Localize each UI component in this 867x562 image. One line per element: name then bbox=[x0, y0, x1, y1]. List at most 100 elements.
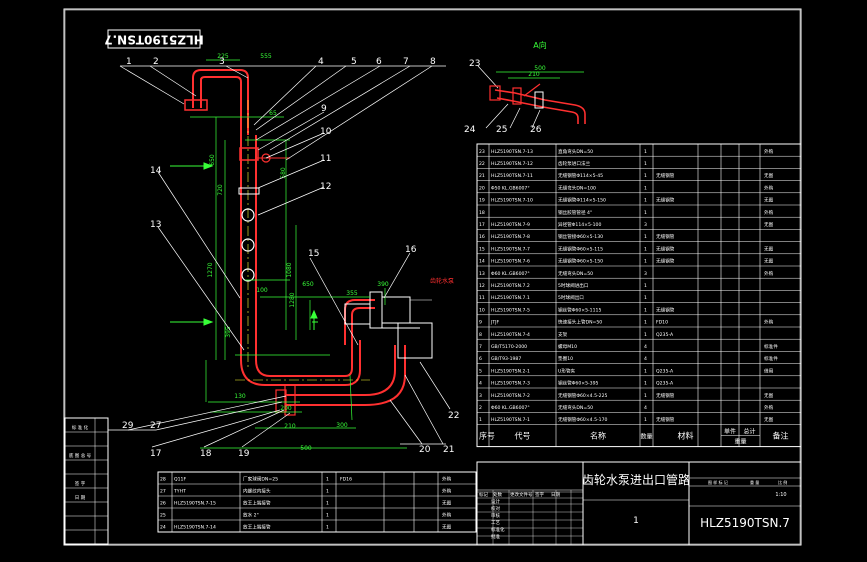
row-seq: 2 bbox=[479, 405, 482, 411]
row-name: 异径管Φ114×5-100 bbox=[558, 221, 601, 228]
row-name: 放水 2" bbox=[243, 511, 259, 518]
row-name: 螺母M10 bbox=[558, 343, 577, 350]
header-unit-weight: 单件 bbox=[724, 428, 736, 436]
drawing-number: HLZ5190TSN.7 bbox=[700, 516, 790, 530]
row-qty: 1 bbox=[644, 368, 647, 374]
balloon-18: 18 bbox=[200, 449, 212, 459]
row-seq: 19 bbox=[479, 198, 485, 204]
row-remark: 无图 bbox=[764, 198, 774, 204]
balloon-26: 26 bbox=[530, 125, 542, 135]
balloon-3: 3 bbox=[219, 57, 225, 67]
row-code: HLZ5190TSN.2-1 bbox=[491, 368, 530, 374]
row-seq: 5 bbox=[479, 368, 482, 374]
row-qty: 1 bbox=[644, 234, 647, 240]
balloon-17: 17 bbox=[150, 449, 161, 459]
row-seq: 15 bbox=[479, 246, 485, 252]
svg-text:500: 500 bbox=[300, 445, 312, 452]
row-name: 无缝弯头DN=50 bbox=[558, 270, 593, 277]
balloon-5: 5 bbox=[351, 57, 357, 67]
row-name: 厂家球阀DN=25 bbox=[243, 475, 278, 482]
row-code: HLZ5190TSN.7-15 bbox=[174, 500, 216, 506]
svg-text:395: 395 bbox=[225, 326, 232, 338]
row-name: 无缝钢管Φ60×5-115 bbox=[558, 245, 603, 252]
row-name: 钢丝胶管管径 4" bbox=[558, 209, 592, 216]
row-seq: 14 bbox=[479, 259, 485, 265]
row-qty: 1 bbox=[644, 283, 647, 289]
balloon-4: 4 bbox=[318, 57, 324, 67]
balloon-8: 8 bbox=[430, 57, 436, 67]
row-remark: 无图 bbox=[442, 524, 452, 530]
row-qty: 3 bbox=[644, 222, 647, 228]
svg-text:355: 355 bbox=[346, 290, 358, 297]
row-name: U形管夹 bbox=[558, 367, 576, 374]
sheet-number: 1 bbox=[633, 516, 639, 526]
row-name: 无缝钢管Φ114×5-150 bbox=[558, 197, 606, 204]
row-code: HLZ5190TSN.7-11 bbox=[491, 173, 533, 179]
strip-label: 标 准 化 bbox=[72, 424, 89, 431]
svg-text:图 样 标 记: 图 样 标 记 bbox=[708, 479, 728, 485]
balloon-1: 1 bbox=[126, 57, 132, 67]
row-name: 5时球阀进出口 bbox=[558, 282, 589, 289]
role-label: 批准 bbox=[491, 533, 500, 540]
row-code: HLZ5190TSN.7-3 bbox=[491, 381, 530, 387]
strip-label: 签 字 bbox=[75, 480, 86, 487]
row-material: 无缝钢管 bbox=[656, 416, 675, 423]
row-remark: 外购 bbox=[764, 270, 774, 277]
a-view-title: A向 bbox=[533, 40, 546, 50]
svg-text:650: 650 bbox=[209, 154, 216, 166]
row-qty: 1 bbox=[644, 381, 647, 387]
row-remark: 外购 bbox=[442, 487, 452, 494]
strip-label: 底 图 总 号 bbox=[69, 452, 92, 459]
row-code: HLZ5190TSN.7-7 bbox=[491, 246, 530, 252]
row-name: 快速接头上管DN=50 bbox=[558, 319, 602, 326]
row-code: HLZ5190TSN.7-5 bbox=[491, 307, 530, 313]
row-code: Φ50 KL.GB6007° bbox=[491, 185, 530, 191]
row-qty: 1 bbox=[644, 417, 647, 423]
rotated-drawing-number: HLZ5190TSN.7 bbox=[104, 29, 204, 49]
leader-lines bbox=[108, 65, 541, 448]
row-qty: 1 bbox=[644, 149, 647, 155]
strip-label: 日 期 bbox=[75, 495, 86, 501]
row-seq: 13 bbox=[479, 271, 485, 277]
svg-text:650: 650 bbox=[302, 281, 314, 288]
balloon-numbers: 1 2 3 4 5 6 7 8 9 10 11 12 16 14 13 15 2… bbox=[122, 57, 542, 459]
row-qty: 1 bbox=[644, 210, 647, 216]
row-qty: 4 bbox=[644, 356, 647, 362]
row-qty: 1 bbox=[644, 259, 647, 265]
row-code: HLZ5190TSN.7-12 bbox=[491, 161, 533, 167]
row-material: 无缝钢管 bbox=[656, 392, 675, 399]
row-name: 钢丝管Φ60×5-1115 bbox=[558, 306, 601, 313]
row-material: 无缝钢管 bbox=[656, 172, 675, 179]
signature-label: 签字 bbox=[535, 491, 544, 498]
svg-text:555: 555 bbox=[260, 53, 272, 60]
svg-text:65: 65 bbox=[269, 110, 277, 117]
balloon-20: 20 bbox=[419, 445, 431, 455]
balloon-23: 23 bbox=[469, 59, 480, 69]
signature-label: 日期 bbox=[551, 492, 560, 498]
row-seq: 18 bbox=[479, 210, 485, 216]
gear-pump-label: 齿轮水泵 bbox=[430, 277, 454, 285]
drawing-number-rotated: HLZ5190TSN.7 bbox=[104, 33, 204, 47]
row-seq: 23 bbox=[479, 149, 485, 155]
dimension-texts: 225 555 65 650 720 580 1270 1280 1080 30… bbox=[207, 53, 389, 452]
balloon-15: 15 bbox=[308, 249, 319, 259]
balloon-22: 22 bbox=[448, 411, 459, 421]
row-material: 无缝钢管 bbox=[656, 245, 675, 252]
row-qty: 1 bbox=[644, 173, 647, 179]
signature-label: 标记 bbox=[479, 491, 488, 498]
row-code: JTJF bbox=[490, 320, 500, 326]
header-weight: 重量 bbox=[734, 438, 746, 446]
signature-label: 处数 bbox=[493, 491, 502, 498]
row-name: 5时球阀出口 bbox=[558, 294, 584, 301]
scale: 1:10 bbox=[775, 492, 786, 498]
row-seq: 28 bbox=[160, 476, 166, 482]
row-seq: 24 bbox=[160, 524, 166, 530]
